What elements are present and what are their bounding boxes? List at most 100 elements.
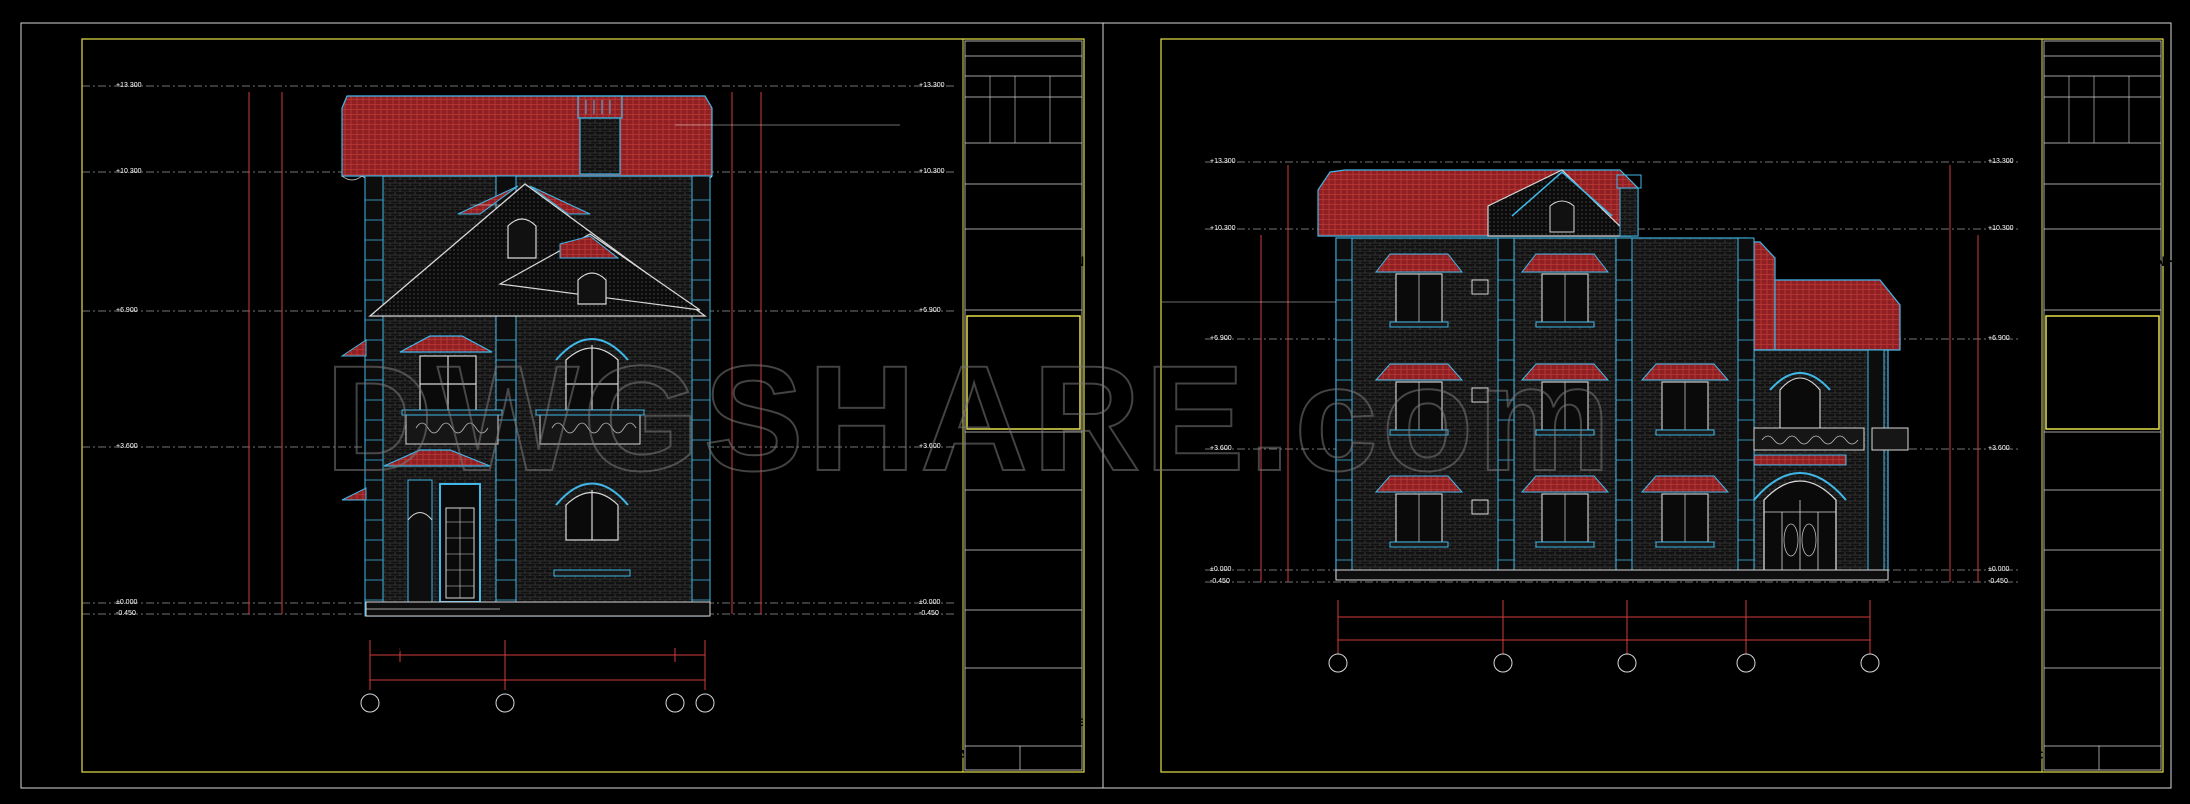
level-tag: +3.600 — [919, 443, 941, 450]
axis-label: D — [671, 700, 677, 709]
level-tags-right: +13.300 +10.300 +6.900 +3.600 ±0.000 -0.… — [1210, 158, 2014, 585]
drawing-frame-left — [81, 38, 1085, 773]
wall-material-note: ỐP ĐÁ MÀU TRẮNG — [1162, 293, 1218, 301]
dim-label: 2260 — [452, 645, 470, 654]
level-tag: +6.900 — [919, 307, 941, 314]
tb-row-label: TÊN BẢN VẼ — [968, 675, 1004, 683]
block-drawing-title: MẶT ĐỨNG TRỤC A-E — [968, 716, 1084, 729]
tb-col-label: DUYỆT — [1056, 86, 1077, 94]
dim-label: 1010 — [383, 645, 401, 654]
dim-label: 4150 — [584, 645, 602, 654]
ta-label: T.A — [2047, 758, 2056, 764]
axis-label: 5 — [1867, 660, 1872, 669]
level-tag: +3.600 — [1210, 445, 1232, 452]
project-name: NHÀ Ở GIA ĐÌNH — [2063, 252, 2176, 269]
tb-row-label: CHỦ TRÌ THIẾT KẾ — [2047, 497, 2100, 504]
horizontal-dimensions-left: 1010 2260 4150 710 7960 — [369, 640, 706, 690]
drawing-title-right: MẶT ĐỨNG TRỤC 1-5 — [1915, 746, 2069, 764]
tb-col-label: NGÀY — [2073, 87, 2090, 94]
level-tag: +3.600 — [1988, 445, 2010, 452]
stamp-box — [966, 315, 1081, 430]
level-tag: +13.300 — [1988, 158, 2014, 165]
house-elevation-a-e — [340, 95, 713, 617]
level-tag: ±0.000 — [116, 599, 137, 606]
level-tag: +10.300 — [116, 168, 142, 175]
drawing-frame-right — [1160, 38, 2164, 773]
axis-label: 1 — [1335, 660, 1340, 669]
axis-label: 3 — [1624, 660, 1629, 669]
vertical-dimensions-right — [1260, 165, 1979, 582]
title-block-left: HIỆU ĐÍNH LẦN NGÀY THIẾT KẾ DUYỆT CHỦ ĐẦ… — [964, 40, 1095, 771]
level-tag: +3.600 — [116, 443, 138, 450]
tb-row-label: TÊN BẢN VẼ — [2047, 675, 2083, 683]
tb-col-label: THIẾT KẾ — [1021, 87, 1048, 94]
main-roof — [341, 95, 713, 177]
sheet-left: +13.300 +10.300 +6.900 +3.600 ±0.000 -0.… — [81, 38, 1095, 773]
balcony-railings — [405, 413, 641, 445]
level-tag: -0.450 — [919, 610, 939, 617]
tb-row-label: ĐỊA CHỈ — [2047, 196, 2069, 203]
dim-label: 3860 — [1410, 607, 1428, 616]
level-tag: -0.450 — [1210, 578, 1230, 585]
axis-label: 2 — [1500, 660, 1505, 669]
sheet-right: +13.300 +10.300 +6.900 +3.600 ±0.000 -0.… — [1160, 38, 2176, 773]
level-tag: ±0.000 — [1988, 566, 2009, 573]
tb-row-label: KIỂM TRA — [2047, 615, 2075, 622]
dim-label: 710 — [683, 645, 697, 654]
tb-col-label: NGÀY — [994, 87, 1011, 94]
tb-row-label: THIẾT KẾ - VẼ — [968, 557, 1008, 564]
level-tag: +6.900 — [116, 307, 138, 314]
tb-col-label: THIẾT KẾ — [2100, 87, 2127, 94]
sheet-number: KT-08 — [1036, 753, 1066, 765]
level-tag: +13.300 — [116, 82, 142, 89]
grid-axes-right — [1328, 653, 1880, 673]
dim-label: 3750 — [1555, 607, 1573, 616]
level-tag: +10.300 — [1988, 225, 2014, 232]
tb-col-label: DUYỆT — [2135, 86, 2156, 94]
level-tag: +10.300 — [1210, 225, 1236, 232]
tb-row-label: CHỦ ĐẦU TƯ — [968, 147, 1006, 154]
tb-row-label: CHỦ TRÌ THIẾT KẾ — [968, 497, 1021, 504]
dim-total: 7960 — [516, 670, 534, 679]
tb-row-label: HIỆU ĐÍNH — [2081, 66, 2112, 74]
balcony-right — [1753, 427, 1865, 451]
level-tags-left: +13.300 +10.300 +6.900 +3.600 ±0.000 -0.… — [116, 82, 945, 617]
drawing-title-left: MẶT ĐỨNG TRỤC A-E — [825, 746, 983, 764]
tb-row-label: CHỦ ĐẦU TƯ — [2047, 147, 2085, 154]
level-tag: +6.900 — [1988, 335, 2010, 342]
stamp-box — [2045, 315, 2160, 430]
dim-total: 16570 — [1592, 630, 1615, 639]
window-canopies — [1374, 253, 1730, 493]
project-name: NHÀ Ở GIA ĐÌNH — [982, 252, 1095, 269]
tb-row-label: ĐỊA CHỈ — [968, 196, 990, 203]
axis-label: B — [501, 700, 506, 709]
tb-col-label: LẦN — [970, 87, 982, 94]
watermark: DWGSHARE.com — [325, 334, 1615, 502]
level-tag: +13.300 — [1210, 158, 1236, 165]
tb-row-label: THIẾT KẾ - VẼ — [2047, 557, 2087, 564]
level-tag: ±0.000 — [1210, 566, 1231, 573]
tb-col-label: LẦN — [2049, 87, 2061, 94]
house-elevation-1-5 — [1317, 169, 1909, 581]
dim-label: 3660 — [1676, 607, 1694, 616]
tb-row-label: GIÁM ĐỐC — [2047, 438, 2078, 445]
horizontal-dimensions-right: 3860 3750 3660 3770 16570 — [1337, 600, 1871, 665]
chimney — [579, 117, 621, 175]
roof-material-note: MÁI VẬT DÁN NGÓI MÀU ĐỎ — [848, 114, 956, 123]
axis-label: A — [366, 700, 372, 709]
ta-label: T.A — [968, 758, 977, 764]
wing-roof-low — [1774, 279, 1901, 351]
title-block-right: HIỆU ĐÍNH LẦN NGÀY THIẾT KẾ DUYỆT CHỦ ĐẦ… — [2043, 40, 2176, 771]
tb-row-label: TÊN CÔNG TRÌNH — [968, 234, 1020, 242]
block-drawing-title: MẶT ĐỨNG TRỤC 1-5 — [2047, 716, 2160, 729]
axis-label: 4 — [1743, 660, 1748, 669]
vertical-dimensions-left — [248, 92, 762, 614]
tb-row-label: GIÁM ĐỐC — [968, 438, 999, 445]
level-tag: ±0.000 — [919, 599, 940, 606]
tb-row-label: TÊN CÔNG TRÌNH — [2047, 234, 2099, 242]
level-tag: +10.300 — [919, 168, 945, 175]
tb-row-label: KIỂM TRA — [968, 615, 996, 622]
level-tag: -0.450 — [116, 610, 136, 617]
dim-label: 3770 — [1798, 607, 1816, 616]
